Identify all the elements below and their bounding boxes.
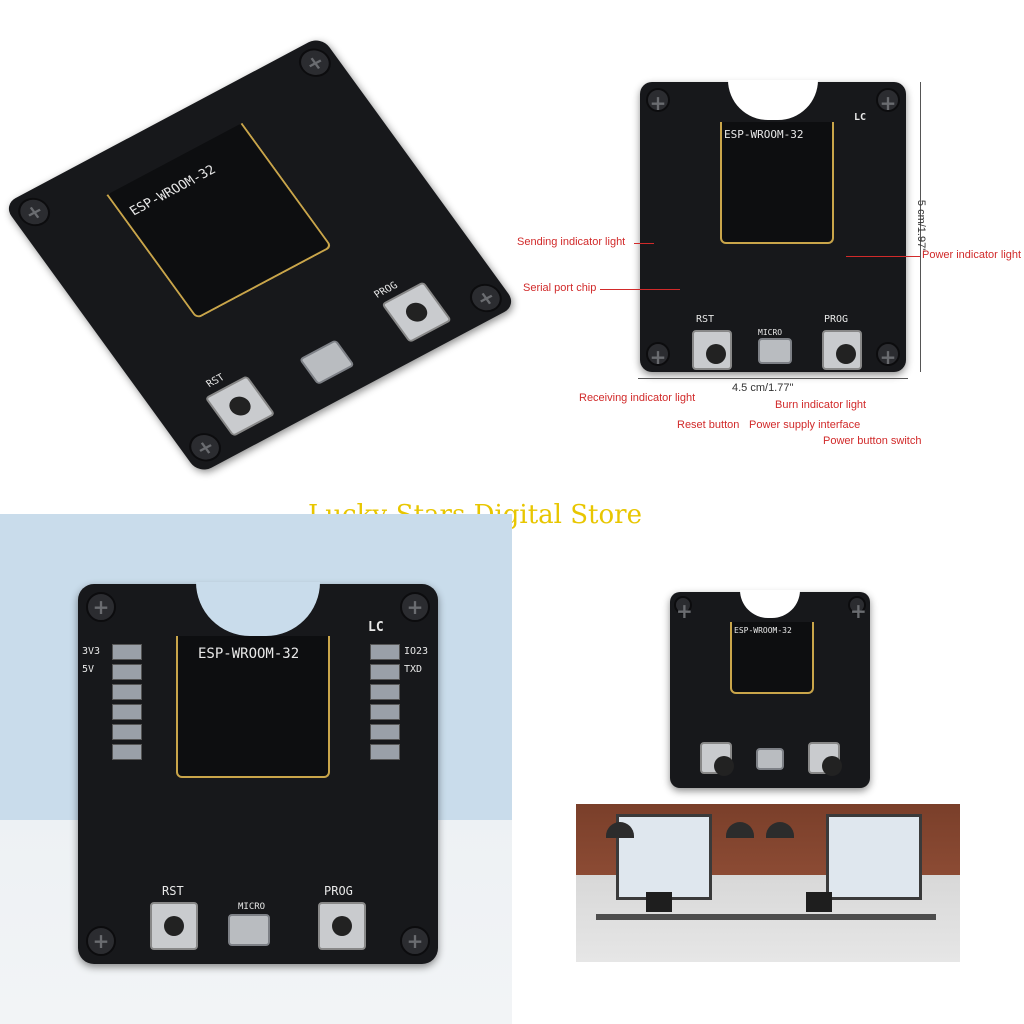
leader-line xyxy=(634,243,654,244)
sending-indicator-label: Sending indicator light xyxy=(517,236,626,248)
micro-usb-port xyxy=(228,914,270,946)
left-header xyxy=(112,644,142,760)
reset-button xyxy=(692,330,732,370)
width-dimension: 4.5 cm/1.77" xyxy=(732,382,794,394)
screw-icon xyxy=(400,592,430,622)
left-pin-label: 3V3 xyxy=(82,646,101,657)
power-supply-label: Power supply interface xyxy=(749,419,861,431)
desk xyxy=(596,914,936,920)
leader-line xyxy=(600,289,680,290)
right-pin-label: TXD xyxy=(404,664,423,675)
screw-icon xyxy=(674,596,692,623)
screw-icon xyxy=(876,88,900,115)
receiving-indicator-label: Receiving indicator light xyxy=(579,392,696,404)
board-photo-small: ESP-WROOM-32 xyxy=(650,584,890,794)
leader-line xyxy=(846,256,920,257)
reset-button xyxy=(700,742,734,776)
micro-usb-port xyxy=(758,338,792,364)
reset-button-label: Reset button xyxy=(677,419,740,431)
prog-button xyxy=(318,902,366,950)
screw-icon xyxy=(86,592,116,622)
pcb-board: ESP-WROOM-32 LC 3V3 5V IO23 TXD RST MICR… xyxy=(78,582,438,964)
rst-label: RST xyxy=(696,314,715,325)
height-dimension: 5 cm/1.97" xyxy=(915,199,928,253)
monitor xyxy=(646,892,672,912)
screw-icon xyxy=(400,926,430,956)
pendant-lamp xyxy=(606,822,634,838)
screw-icon xyxy=(11,192,57,232)
board-photo-front: ESP-WROOM-32 LC 3V3 5V IO23 TXD RST MICR… xyxy=(0,514,512,1024)
esp32-socket xyxy=(730,622,814,694)
rst-label: RST xyxy=(162,884,184,898)
width-dimension-line xyxy=(638,378,908,379)
micro-usb-port xyxy=(298,339,355,386)
pcb-board: ESP-WROOM-32 RST PROG xyxy=(3,35,517,475)
pendant-lamp xyxy=(766,822,794,838)
esp32-socket xyxy=(106,122,333,320)
screw-icon xyxy=(646,342,670,369)
esp32-socket xyxy=(720,122,834,244)
micro-label: MICRO xyxy=(238,902,266,912)
power-switch-label: Power button switch xyxy=(823,435,922,447)
screw-icon xyxy=(646,88,670,115)
screw-icon xyxy=(848,596,866,623)
screw-icon xyxy=(292,43,338,83)
window-right xyxy=(826,814,922,900)
serial-chip-label: Serial port chip xyxy=(523,282,597,294)
screw-icon xyxy=(86,926,116,956)
prog-label: PROG xyxy=(324,884,353,898)
screw-icon xyxy=(182,427,228,467)
brand-label: LC xyxy=(368,620,384,635)
left-pin-label: 5V xyxy=(82,664,95,675)
office-photo xyxy=(576,804,960,962)
module-label: ESP-WROOM-32 xyxy=(198,646,300,662)
board-photo-angled: ESP-WROOM-32 RST PROG xyxy=(3,35,517,475)
pcb-board: ESP-WROOM-32 xyxy=(670,590,870,788)
reset-button xyxy=(150,902,198,950)
prog-button xyxy=(808,742,842,776)
annotated-diagram: ESP-WROOM-32 LC RST MICRO PROG 4.5 cm/1.… xyxy=(500,60,1024,460)
prog-label: PROG xyxy=(824,314,849,325)
monitor xyxy=(806,892,832,912)
right-header xyxy=(370,644,400,760)
pcb-board: ESP-WROOM-32 LC RST MICRO PROG xyxy=(640,80,906,372)
micro-label: MICRO xyxy=(758,328,783,337)
pendant-lamp xyxy=(726,822,754,838)
burn-indicator-label: Burn indicator light xyxy=(775,399,867,411)
right-pin-label: IO23 xyxy=(404,646,429,657)
screw-icon xyxy=(876,342,900,369)
brand-label: LC xyxy=(854,112,867,123)
height-dimension-line xyxy=(920,82,921,372)
module-label: ESP-WROOM-32 xyxy=(724,128,804,141)
micro-usb-port xyxy=(756,748,784,770)
esp32-socket xyxy=(176,636,330,778)
power-indicator-label: Power indicator light xyxy=(922,249,1022,261)
prog-button xyxy=(822,330,862,370)
module-label: ESP-WROOM-32 xyxy=(734,626,792,635)
